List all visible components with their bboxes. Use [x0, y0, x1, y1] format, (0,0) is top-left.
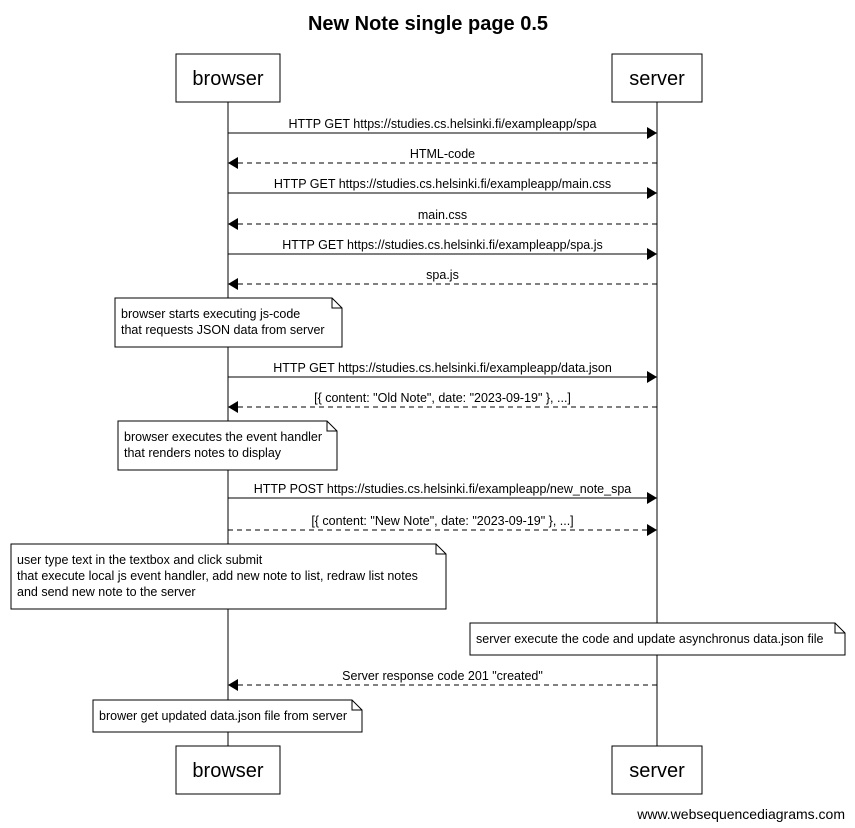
note-browser: brower get updated data.json file from s… — [92, 699, 363, 733]
note-fold — [834, 623, 845, 634]
note-line: that renders notes to display — [124, 446, 282, 460]
note-fold — [435, 544, 446, 555]
note-line: server execute the code and update async… — [476, 632, 823, 646]
note-server: server execute the code and update async… — [469, 622, 846, 656]
note-line: and send new note to the server — [17, 585, 196, 599]
note-line: browser executes the event handler — [124, 430, 322, 444]
message-label: HTTP GET https://studies.cs.helsinki.fi/… — [273, 361, 612, 375]
note-browser: user type text in the textbox and click … — [10, 543, 447, 610]
message-label: HTTP GET https://studies.cs.helsinki.fi/… — [288, 117, 596, 131]
message-label: Server response code 201 "created" — [342, 669, 543, 683]
message-label: [{ content: "Old Note", date: "2023-09-1… — [314, 391, 571, 405]
note-line: user type text in the textbox and click … — [17, 553, 263, 567]
note-box — [469, 622, 846, 656]
message-label: HTTP POST https://studies.cs.helsinki.fi… — [254, 482, 632, 496]
actor-box-browser-top — [175, 53, 281, 103]
note-fold — [351, 700, 362, 711]
note-box — [114, 297, 343, 348]
actor-label-browser-top: browser — [192, 68, 263, 90]
note-line: brower get updated data.json file from s… — [99, 709, 347, 723]
actor-box-server-bottom — [611, 745, 703, 795]
note-box — [10, 543, 447, 610]
actor-box-server-top — [611, 53, 703, 103]
note-browser: browser starts executing js-code that req… — [114, 297, 343, 348]
actor-label-server-top: server — [629, 68, 685, 90]
message-label: HTTP GET https://studies.cs.helsinki.fi/… — [282, 238, 603, 252]
note-line: browser starts executing js-code — [121, 307, 300, 321]
message-label: HTML-code — [410, 147, 475, 161]
message-label: spa.js — [426, 268, 459, 282]
note-fold — [331, 298, 342, 309]
note-line: that execute local js event handler, add… — [17, 569, 418, 583]
message-label: main.css — [418, 208, 467, 222]
message-label: [{ content: "New Note", date: "2023-09-1… — [311, 514, 573, 528]
steps: HTTP GET https://studies.cs.helsinki.fi/… — [10, 117, 846, 733]
actor-label-server-bottom: server — [629, 760, 685, 782]
note-box — [117, 420, 338, 471]
note-line: that requests JSON data from server — [121, 323, 325, 337]
credit-label: www.websequencediagrams.com — [636, 806, 845, 822]
message-label: HTTP GET https://studies.cs.helsinki.fi/… — [274, 177, 611, 191]
actor-box-browser-bottom — [175, 745, 281, 795]
note-box — [92, 699, 363, 733]
note-fold — [326, 421, 337, 432]
actor-label-browser-bottom: browser — [192, 760, 263, 782]
note-browser: browser executes the event handler that r… — [117, 420, 338, 471]
diagram-title: New Note single page 0.5 — [308, 13, 548, 35]
actors: browser browser server server — [175, 53, 703, 795]
